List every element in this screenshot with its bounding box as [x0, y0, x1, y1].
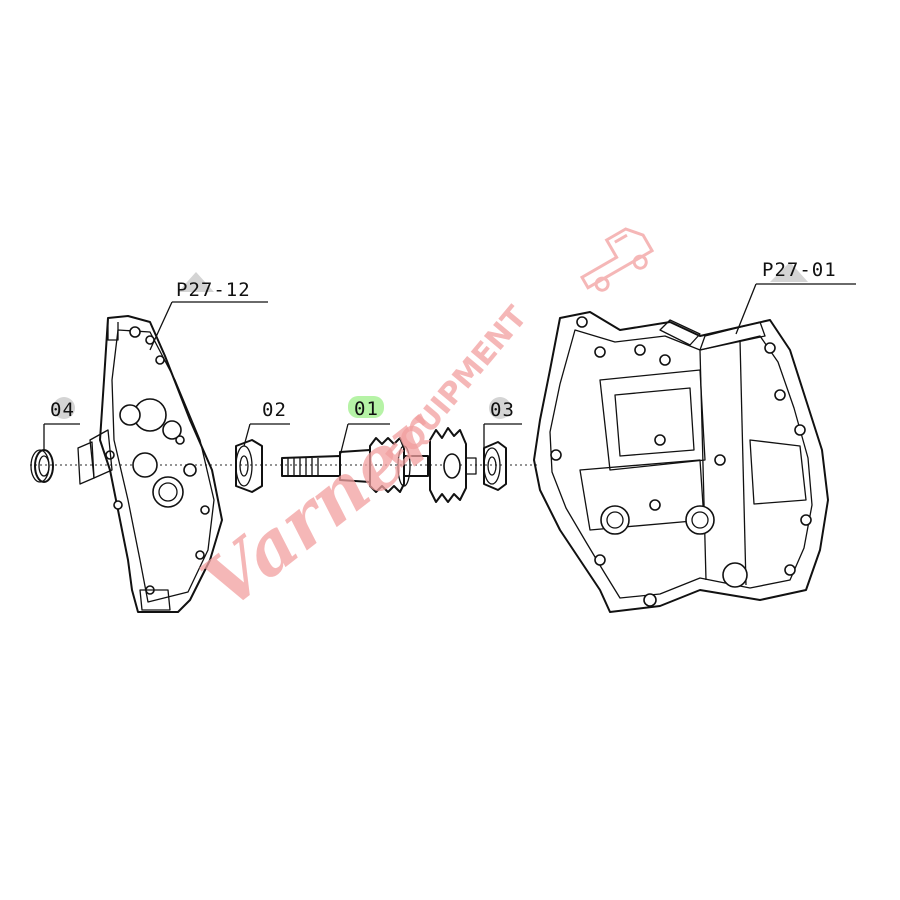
- cover-plate-p27-12[interactable]: [77, 315, 223, 613]
- label-01: 01: [354, 398, 379, 420]
- label-p27-12: P27-12: [176, 279, 251, 301]
- callout-04: 04: [43, 397, 80, 450]
- seal-part-04[interactable]: [30, 449, 54, 483]
- callout-03: 03: [483, 397, 522, 448]
- label-p27-01: P27-01: [762, 259, 837, 281]
- bearing-part-03[interactable]: [483, 441, 507, 491]
- label-02: 02: [262, 399, 287, 421]
- callout-p27-12: P27-12: [149, 272, 268, 351]
- label-03: 03: [490, 399, 515, 421]
- label-04: 04: [50, 399, 75, 421]
- callout-04-badge: [53, 397, 75, 419]
- callout-p27-12-badge: [178, 272, 214, 292]
- gear-shaft-part-01[interactable]: [281, 427, 477, 503]
- callout-p27-01-badge: [770, 262, 808, 282]
- bearing-part-02[interactable]: [235, 439, 263, 493]
- callout-01-highlight: [348, 396, 384, 418]
- callout-01: 01: [339, 396, 390, 457]
- callout-03-badge: [489, 397, 511, 419]
- callout-02: 02: [243, 399, 290, 447]
- gear-housing-p27-01[interactable]: [533, 311, 829, 613]
- callout-p27-01: P27-01: [735, 259, 856, 335]
- watermark-script-text: Varner: [186, 389, 455, 625]
- truck-icon: [579, 227, 655, 292]
